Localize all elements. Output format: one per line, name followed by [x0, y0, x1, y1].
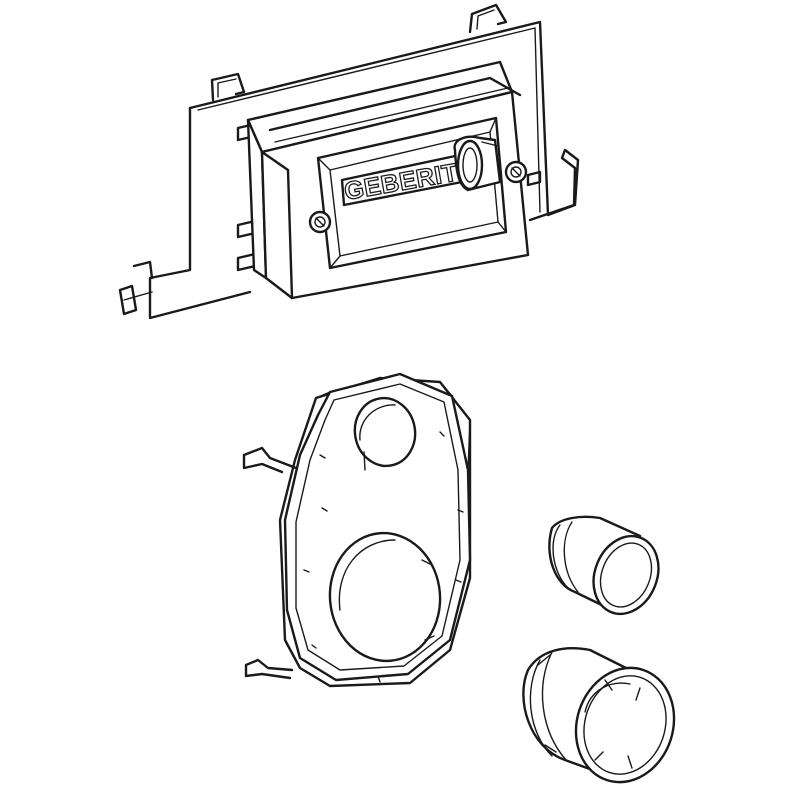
- mounting-plate: [242, 372, 472, 688]
- screw-left-icon: [308, 210, 332, 234]
- junction-box: GEBERIT: [246, 60, 530, 300]
- cable-gland: [453, 135, 502, 192]
- small-sleeve: [548, 515, 660, 616]
- screw-right-icon: [504, 160, 528, 184]
- large-sleeve: [522, 647, 676, 784]
